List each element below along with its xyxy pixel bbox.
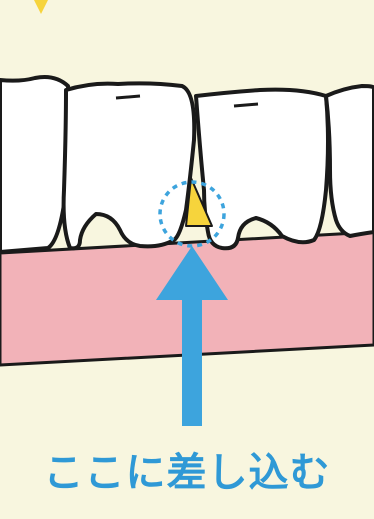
crown-ridge xyxy=(116,96,140,98)
caption-text: ここに差し込む xyxy=(0,446,374,500)
tooth-far-right xyxy=(326,86,374,236)
tooth-left xyxy=(0,77,70,252)
tooth-center xyxy=(64,83,195,248)
crown-ridge xyxy=(234,104,258,106)
